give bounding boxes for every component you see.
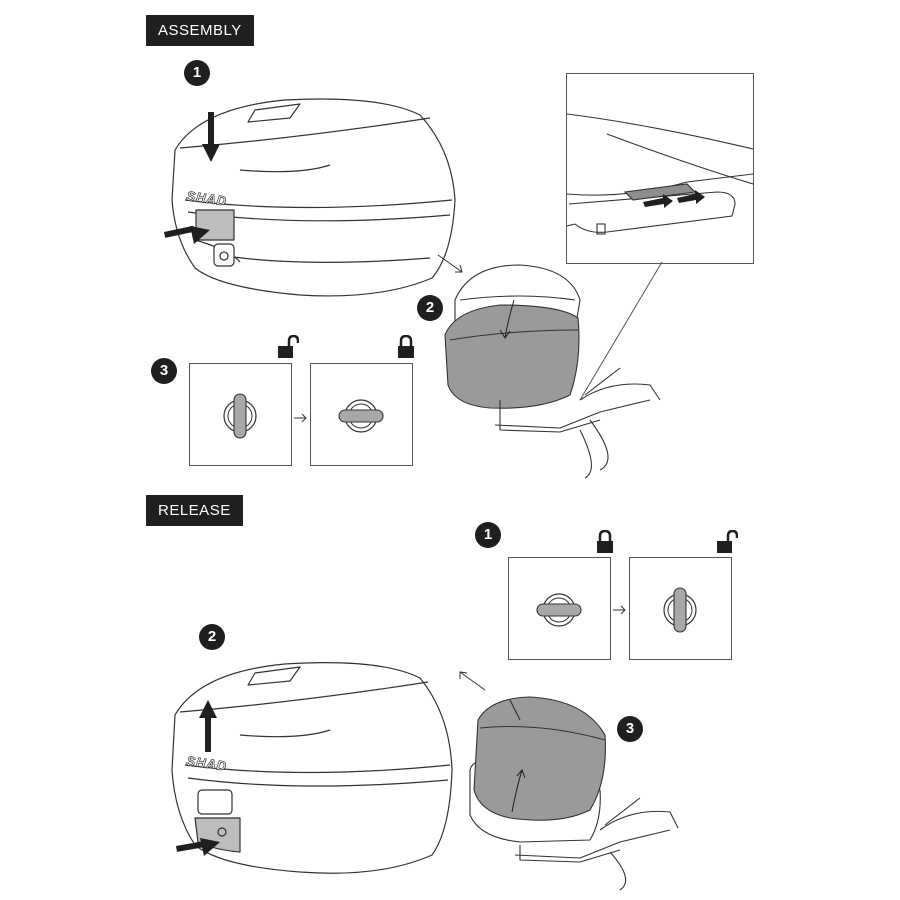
padlock-open-icon xyxy=(717,530,738,553)
mounting-detail-inset xyxy=(566,73,754,264)
assembly-step-2-badge: 2 xyxy=(417,295,443,321)
assembly-step-3-badge: 3 xyxy=(151,358,177,384)
brand-logo-assembly: SHAD xyxy=(186,188,229,209)
release-lock-locked-panel xyxy=(508,557,611,660)
padlock-closed-icon xyxy=(597,530,613,553)
release-step-3-badge: 3 xyxy=(617,716,643,742)
release-step-1-badge: 1 xyxy=(475,522,501,548)
assembly-lock-locked-panel xyxy=(310,363,413,466)
assembly-heading: ASSEMBLY xyxy=(146,15,254,46)
arrow-icon xyxy=(164,112,220,244)
padlock-open-icon xyxy=(278,335,299,358)
assembly-lock-unlocked-panel xyxy=(189,363,292,466)
release-lock-unlocked-panel xyxy=(629,557,732,660)
release-heading: RELEASE xyxy=(146,495,243,526)
release-step-2-badge: 2 xyxy=(199,624,225,650)
assembly-step-1-badge: 1 xyxy=(184,60,210,86)
arrow-icon xyxy=(176,700,220,856)
padlock-closed-icon xyxy=(398,335,414,358)
brand-logo-release: SHAD xyxy=(186,753,229,774)
